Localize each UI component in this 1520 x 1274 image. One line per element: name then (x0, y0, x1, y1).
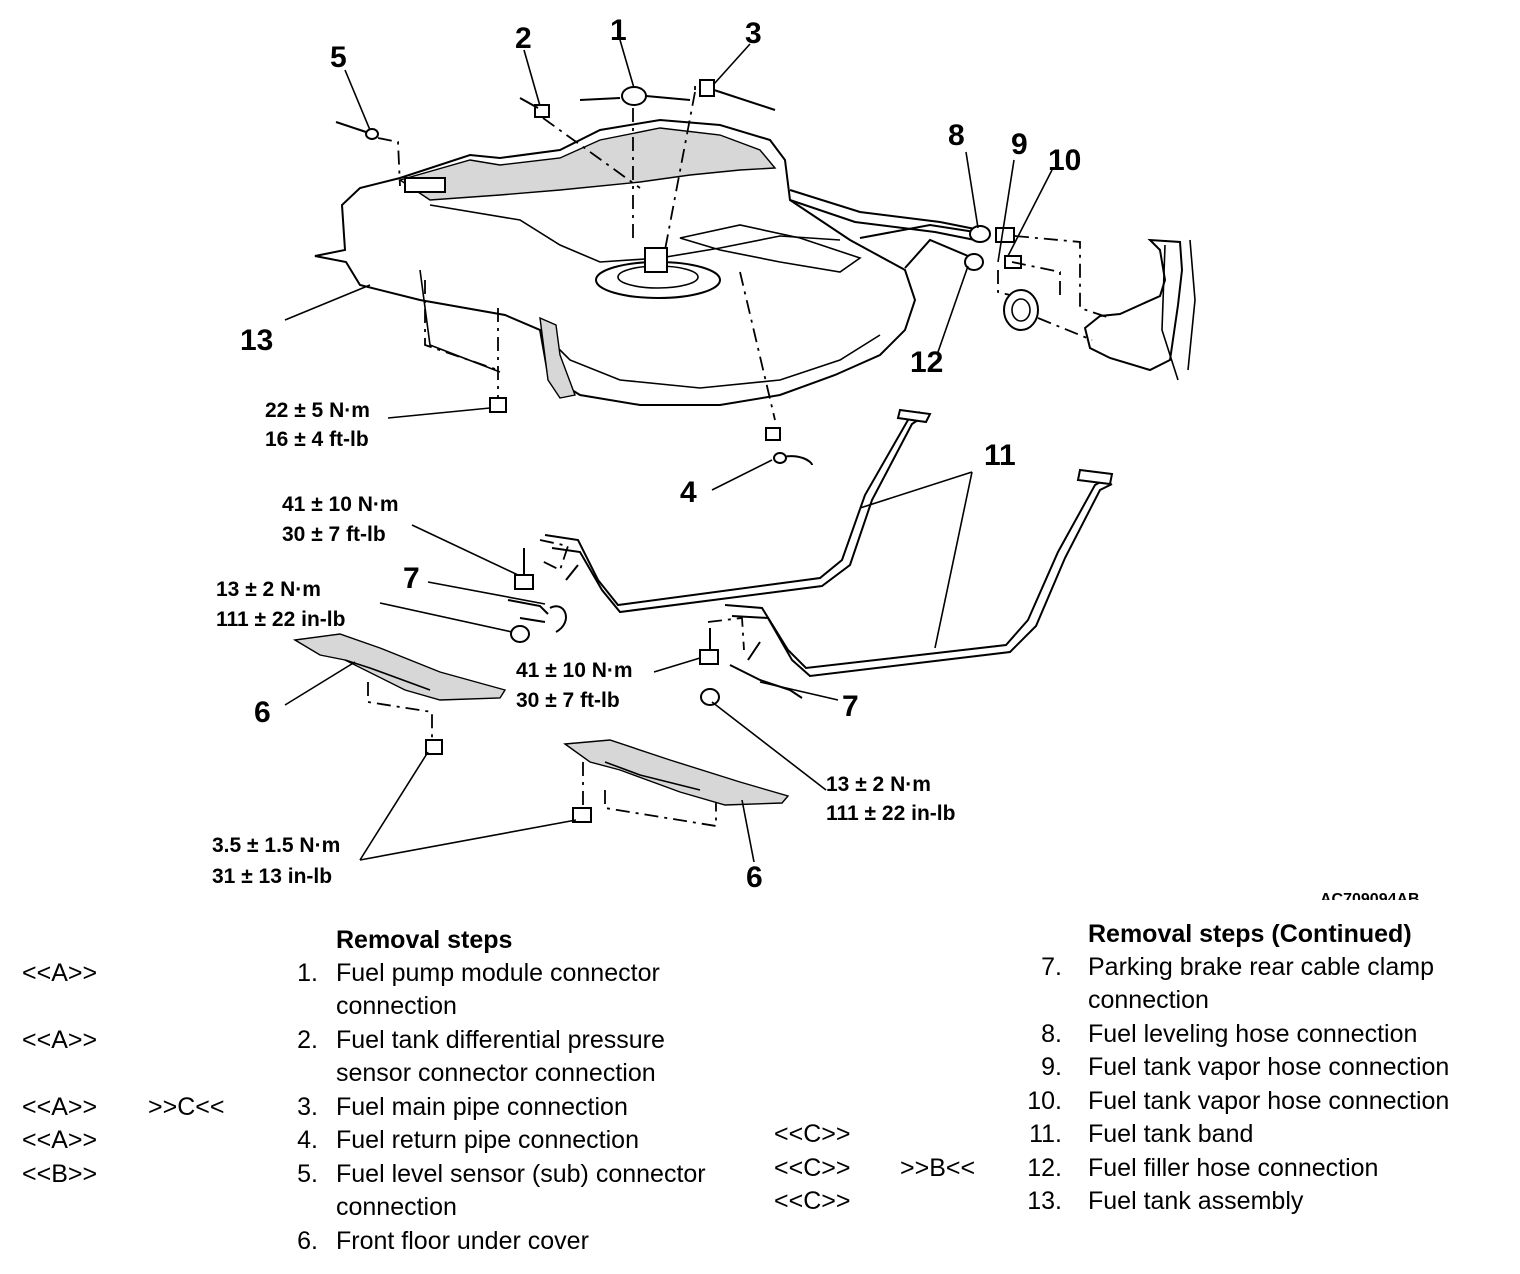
step-5-number: 5. (297, 1160, 318, 1188)
step-6-text: Front floor under cover (336, 1227, 589, 1255)
step-2-marker: <<A>> (22, 1026, 98, 1054)
step-12-text: Fuel filler hose connection (1088, 1154, 1379, 1182)
step-5-text: Fuel level sensor (sub) connector connec… (336, 1160, 706, 1222)
torque-mount-ftlb: 16 ± 4 ft-lb (265, 428, 369, 451)
step-1-marker: <<A>> (22, 959, 98, 987)
step-row-7: 7. Parking brake rear cable clamp connec… (774, 951, 1520, 1018)
step-row-1: <<A>> 1. Fuel pump module connector conn… (22, 957, 762, 1024)
callout-4: 4 (680, 476, 697, 509)
leader-lines (284, 39, 1053, 863)
step-6-number: 6. (297, 1227, 318, 1255)
callout-6b: 6 (746, 861, 763, 894)
step-4-marker: <<A>> (22, 1126, 98, 1154)
callout-8: 8 (948, 119, 965, 152)
step-13-marker: <<C>> (774, 1187, 851, 1215)
torque-band1-ftlb: 30 ± 7 ft-lb (282, 523, 386, 546)
step-2-number: 2. (297, 1026, 318, 1054)
step-3-text: Fuel main pipe connection (336, 1093, 628, 1121)
step-row-4: <<A>> 4. Fuel return pipe connection (22, 1124, 762, 1158)
callout-10: 10 (1048, 144, 1081, 177)
step-1-number: 1. (297, 959, 318, 987)
torque-clamp2-inlb: 111 ± 22 in-lb (826, 802, 955, 825)
step-10-text: Fuel tank vapor hose connection (1088, 1087, 1450, 1115)
step-3-marker: <<A>> (22, 1093, 98, 1121)
torque-cover-inlb: 31 ± 13 in-lb (212, 865, 332, 888)
step-8-text: Fuel leveling hose connection (1088, 1020, 1418, 1048)
step-11-number: 11. (1029, 1120, 1062, 1148)
connector-parts (335, 79, 813, 466)
torque-clamp2-nm: 13 ± 2 N·m (826, 773, 931, 796)
step-row-9: 9. Fuel tank vapor hose connection (774, 1051, 1520, 1085)
step-3-number: 3. (297, 1093, 318, 1121)
step-10-number: 10. (1027, 1087, 1062, 1115)
torque-clamp1-nm: 13 ± 2 N·m (216, 578, 321, 601)
step-12-number: 12. (1027, 1154, 1062, 1182)
figure-code: AC709094AB (1320, 891, 1420, 900)
step-row-10: 10. Fuel tank vapor hose connection (774, 1085, 1520, 1119)
step-2-text: Fuel tank differential pressure sensor c… (336, 1026, 665, 1088)
removal-steps-title: Removal steps (336, 926, 513, 954)
callout-11: 11 (984, 439, 1016, 472)
step-1-text: Fuel pump module connector connection (336, 959, 660, 1021)
callout-2: 2 (515, 22, 532, 55)
step-row-6: 6. Front floor under cover (22, 1225, 762, 1259)
fuel-tank-illustration (314, 118, 1196, 406)
step-9-text: Fuel tank vapor hose connection (1088, 1053, 1450, 1081)
step-row-2: <<A>> 2. Fuel tank differential pressure… (22, 1024, 762, 1091)
step-row-11: <<C>> 11. Fuel tank band (774, 1118, 1520, 1152)
step-row-13: <<C>> 13. Fuel tank assembly (774, 1185, 1520, 1219)
callout-numbers: 1 2 3 4 5 6 6 7 7 8 9 10 11 12 13 (240, 14, 1081, 894)
step-4-text: Fuel return pipe connection (336, 1126, 639, 1154)
torque-mount-nm: 22 ± 5 N·m (265, 399, 370, 422)
callout-7b: 7 (842, 690, 859, 723)
callout-5: 5 (330, 41, 347, 74)
step-row-12: <<C>> >>B<< 12. Fuel filler hose connect… (774, 1152, 1520, 1186)
step-13-text: Fuel tank assembly (1088, 1187, 1304, 1215)
fuel-tank-exploded-diagram: 1 2 3 4 5 6 6 7 7 8 9 10 11 12 13 22 ± 5… (212, 14, 1420, 900)
step-row-3: <<A>> >>C<< 3. Fuel main pipe connection (22, 1091, 762, 1125)
callout-3: 3 (745, 17, 762, 50)
torque-band2-nm: 41 ± 10 N·m (516, 659, 633, 682)
step-11-text: Fuel tank band (1088, 1120, 1254, 1148)
step-row-8: 8. Fuel leveling hose connection (774, 1018, 1520, 1052)
step-4-number: 4. (297, 1126, 318, 1154)
removal-steps-right: Removal steps (Continued) 7. Parking bra… (760, 918, 1520, 1218)
callout-12: 12 (910, 346, 943, 379)
step-12-marker: <<C>> (774, 1154, 851, 1182)
torque-clamp1-inlb: 111 ± 22 in-lb (216, 608, 345, 631)
step-13-number: 13. (1027, 1187, 1062, 1215)
removal-steps-continued-title: Removal steps (Continued) (1088, 920, 1412, 948)
torque-cover-nm: 3.5 ± 1.5 N·m (212, 834, 340, 857)
torque-band2-ftlb: 30 ± 7 ft-lb (516, 689, 620, 712)
torque-specs: 22 ± 5 N·m 16 ± 4 ft-lb 41 ± 10 N·m 30 ±… (212, 399, 955, 888)
callout-13: 13 (240, 324, 273, 357)
step-3-marker-2: >>C<< (148, 1093, 225, 1121)
callout-1: 1 (610, 14, 627, 47)
step-8-number: 8. (1041, 1020, 1062, 1048)
step-7-text: Parking brake rear cable clamp connectio… (1088, 953, 1434, 1015)
callout-6a: 6 (254, 696, 271, 729)
assembly-guide-lines (367, 86, 1111, 828)
fuel-tank-bands (544, 408, 1114, 678)
torque-band1-nm: 41 ± 10 N·m (282, 493, 399, 516)
step-5-marker: <<B>> (22, 1160, 98, 1188)
step-row-5: <<B>> 5. Fuel level sensor (sub) connect… (22, 1158, 762, 1225)
callout-7a: 7 (403, 562, 420, 595)
removal-steps-left: Removal steps <<A>> 1. Fuel pump module … (0, 924, 760, 1269)
callout-9: 9 (1011, 128, 1028, 161)
step-12-marker-2: >>B<< (900, 1154, 976, 1182)
step-9-number: 9. (1041, 1053, 1062, 1081)
step-11-marker: <<C>> (774, 1120, 851, 1148)
step-7-number: 7. (1041, 953, 1062, 981)
